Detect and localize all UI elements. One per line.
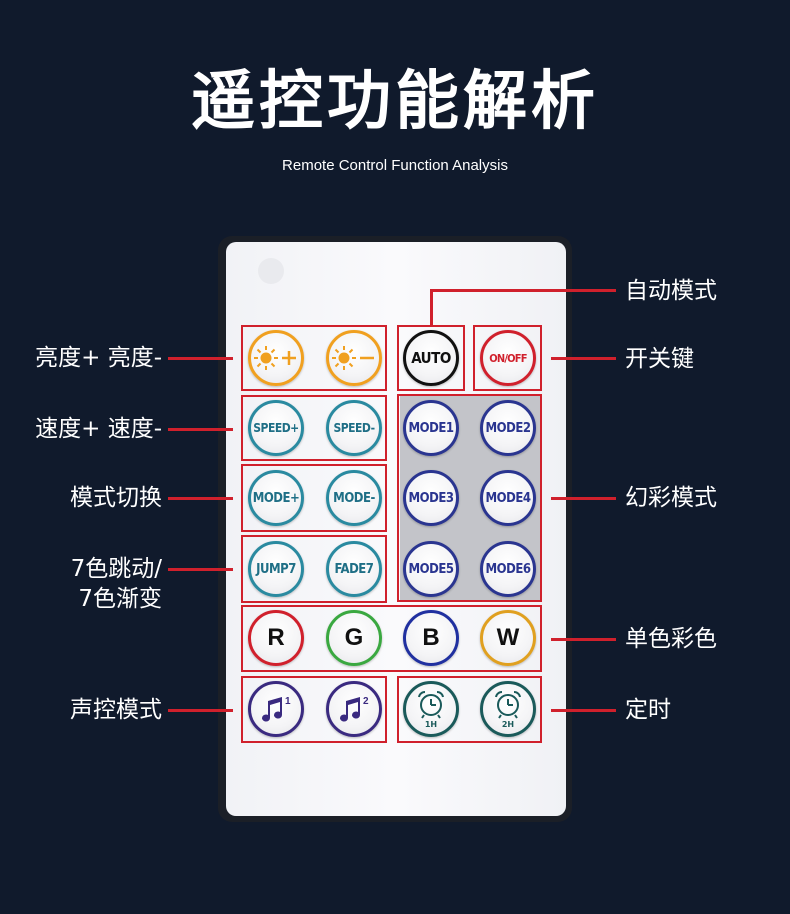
- white-button[interactable]: W: [480, 610, 536, 666]
- speed-up-label: SPEED+: [253, 421, 299, 435]
- auto-button[interactable]: AUTO: [403, 330, 459, 386]
- mode-up-button[interactable]: MODE+: [248, 470, 304, 526]
- sound-connector: [168, 709, 233, 712]
- music-note-icon: 2: [340, 696, 369, 722]
- label-jump-fade-1: 7色跳动/: [70, 556, 162, 582]
- dream-group-box: [397, 394, 542, 602]
- blue-button[interactable]: B: [403, 610, 459, 666]
- mode3-label: MODE3: [408, 490, 454, 506]
- mode-down-label: MODE-: [333, 490, 375, 506]
- speed-up-button[interactable]: SPEED+: [248, 400, 304, 456]
- color-connector: [551, 638, 616, 641]
- speed-connector: [168, 428, 233, 431]
- sound-group-box: [241, 676, 387, 743]
- timer-group-box: [397, 676, 542, 743]
- speed-down-button[interactable]: SPEED-: [326, 400, 382, 456]
- mode4-label: MODE4: [485, 490, 531, 506]
- timer-connector: [551, 709, 616, 712]
- mode-switch-group-box: [241, 464, 387, 532]
- timer-1h-text: 1H: [425, 720, 437, 729]
- power-button[interactable]: ON/OFF: [480, 330, 536, 386]
- mode5-button[interactable]: MODE5: [403, 541, 459, 597]
- auto-button-label: AUTO: [411, 349, 451, 367]
- brightness-connector: [168, 357, 233, 360]
- label-power: 开关键: [625, 346, 694, 372]
- label-auto: 自动模式: [625, 278, 717, 304]
- mode1-button[interactable]: MODE1: [403, 400, 459, 456]
- speed-down-label: SPEED-: [333, 421, 375, 435]
- label-single-color: 单色彩色: [625, 626, 717, 652]
- timer-2h-text: 2H: [502, 720, 514, 729]
- music-2-superscript: 2: [363, 696, 369, 707]
- color-group-box: [241, 605, 542, 672]
- jump7-label: JUMP7: [256, 561, 296, 577]
- mode-switch-connector: [168, 497, 233, 500]
- power-button-label: ON/OFF: [489, 351, 527, 365]
- sound-mode-1-button[interactable]: 1: [248, 681, 304, 737]
- label-jump-fade-2: 7色渐变: [78, 586, 162, 612]
- music-1-superscript: 1: [285, 696, 291, 707]
- mode1-label: MODE1: [408, 420, 454, 436]
- mode4-button[interactable]: MODE4: [480, 470, 536, 526]
- green-label: G: [344, 624, 364, 651]
- auto-connector-vertical: [430, 289, 433, 326]
- sun-plus-icon: [254, 346, 296, 370]
- mode6-label: MODE6: [485, 561, 531, 577]
- jump-fade-connector: [168, 568, 233, 571]
- mode3-button[interactable]: MODE3: [403, 470, 459, 526]
- page-subtitle: Remote Control Function Analysis: [282, 157, 508, 174]
- mode-up-label: MODE+: [252, 490, 300, 506]
- auto-group-box: [397, 325, 465, 391]
- auto-connector-horizontal: [430, 289, 616, 292]
- timer-1h-button[interactable]: 1H: [403, 681, 459, 737]
- power-group-box: [473, 325, 542, 391]
- label-mode-switch: 模式切换: [70, 485, 162, 511]
- label-sound: 声控模式: [70, 697, 162, 723]
- sun-minus-icon: [332, 346, 374, 370]
- alarm-clock-icon: 1H: [418, 690, 444, 729]
- brightness-down-button[interactable]: [326, 330, 382, 386]
- fade7-label: FADE7: [334, 561, 374, 577]
- remote-ir-window: [258, 258, 284, 284]
- dream-connector: [551, 497, 616, 500]
- white-label: W: [496, 624, 520, 651]
- music-note-icon: 1: [262, 696, 291, 722]
- label-speed: 速度+ 速度-: [35, 416, 162, 442]
- green-button[interactable]: G: [326, 610, 382, 666]
- sound-mode-2-button[interactable]: 2: [326, 681, 382, 737]
- mode5-label: MODE5: [408, 561, 454, 577]
- fade7-button[interactable]: FADE7: [326, 541, 382, 597]
- red-button[interactable]: R: [248, 610, 304, 666]
- label-timer: 定时: [625, 697, 671, 723]
- label-dream: 幻彩模式: [625, 485, 717, 511]
- speed-group-box: [241, 395, 387, 461]
- blue-label: B: [422, 624, 440, 651]
- jump7-button[interactable]: JUMP7: [248, 541, 304, 597]
- power-connector: [551, 357, 616, 360]
- jump-fade-group-box: [241, 535, 387, 603]
- mode2-label: MODE2: [485, 420, 531, 436]
- brightness-up-button[interactable]: [248, 330, 304, 386]
- mode2-button[interactable]: MODE2: [480, 400, 536, 456]
- mode6-button[interactable]: MODE6: [480, 541, 536, 597]
- alarm-clock-icon: 2H: [495, 690, 521, 729]
- page-title: 遥控功能解析: [191, 65, 599, 139]
- mode-down-button[interactable]: MODE-: [326, 470, 382, 526]
- brightness-group-box: [241, 325, 387, 391]
- label-brightness: 亮度+ 亮度-: [35, 345, 162, 371]
- red-label: R: [267, 624, 285, 651]
- timer-2h-button[interactable]: 2H: [480, 681, 536, 737]
